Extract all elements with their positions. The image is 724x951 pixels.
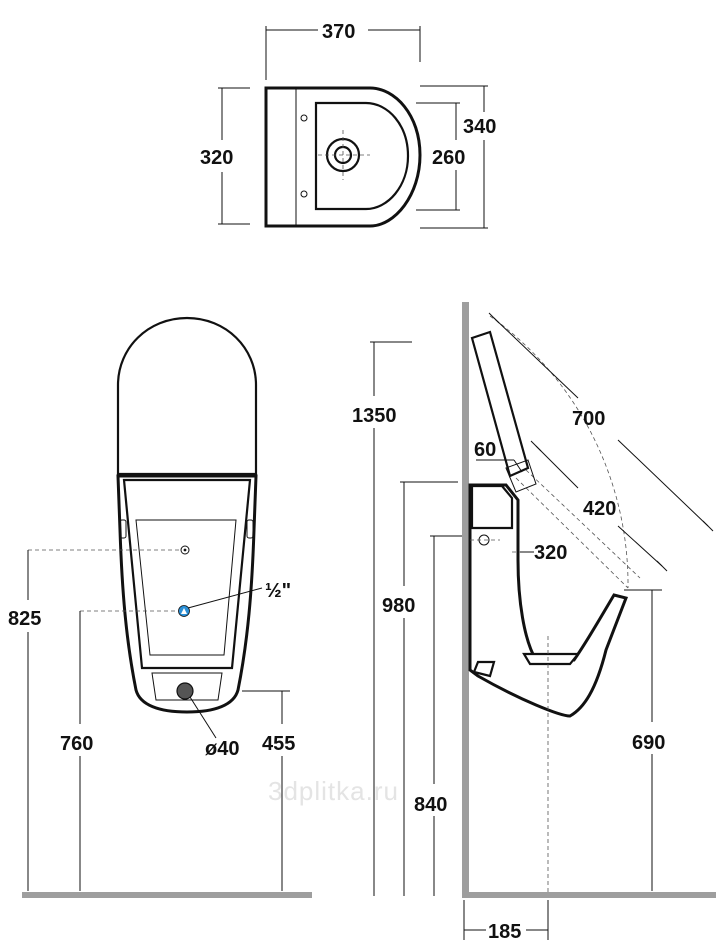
dim-top-depth-inner: 260 (432, 147, 465, 169)
drain-icon (176, 682, 194, 700)
front-view-inner (122, 478, 252, 670)
dim-rim-offset: 60 (474, 439, 496, 461)
lid-swing-arc (489, 315, 629, 589)
dim-front-height: 690 (632, 732, 665, 754)
front-view-lid (116, 316, 258, 476)
dim-lower-height: 840 (414, 794, 447, 816)
dim-drain-diameter: ø40 (205, 738, 239, 760)
floor-side (462, 892, 716, 898)
top-view-bowl (314, 101, 410, 211)
dim-top-depth-outer: 340 (463, 116, 496, 138)
dim-top-height: 320 (200, 147, 233, 169)
watermark: 3dplitka.ru (268, 776, 399, 806)
dim-drain-offset: 185 (488, 921, 521, 943)
front-view: ½" ø40 825 760 455 (8, 316, 312, 898)
dim-top-width: 370 (322, 21, 355, 43)
dim-bowl-length: 420 (583, 498, 616, 520)
side-view: 700 420 60 320 1350 980 840 690 (352, 302, 716, 943)
dim-inlet-height: 825 (8, 608, 41, 630)
fixing-hole-icon (300, 114, 308, 122)
top-view: 370 320 340 260 (200, 21, 496, 229)
dim-total-height: 1350 (352, 405, 397, 427)
dim-outlet-size: ½" (265, 580, 291, 602)
floor-front (22, 892, 312, 898)
dim-projection: 320 (534, 542, 567, 564)
dim-rim-height: 980 (382, 595, 415, 617)
open-lid (470, 330, 530, 478)
dim-outlet-height: 760 (60, 733, 93, 755)
urinal-side-body (468, 483, 629, 718)
dim-drain-height: 455 (262, 733, 295, 755)
inlet-icon (180, 545, 190, 555)
fixing-hole-icon (300, 190, 308, 198)
dim-lid-arc: 700 (572, 408, 605, 430)
wall (462, 302, 469, 898)
